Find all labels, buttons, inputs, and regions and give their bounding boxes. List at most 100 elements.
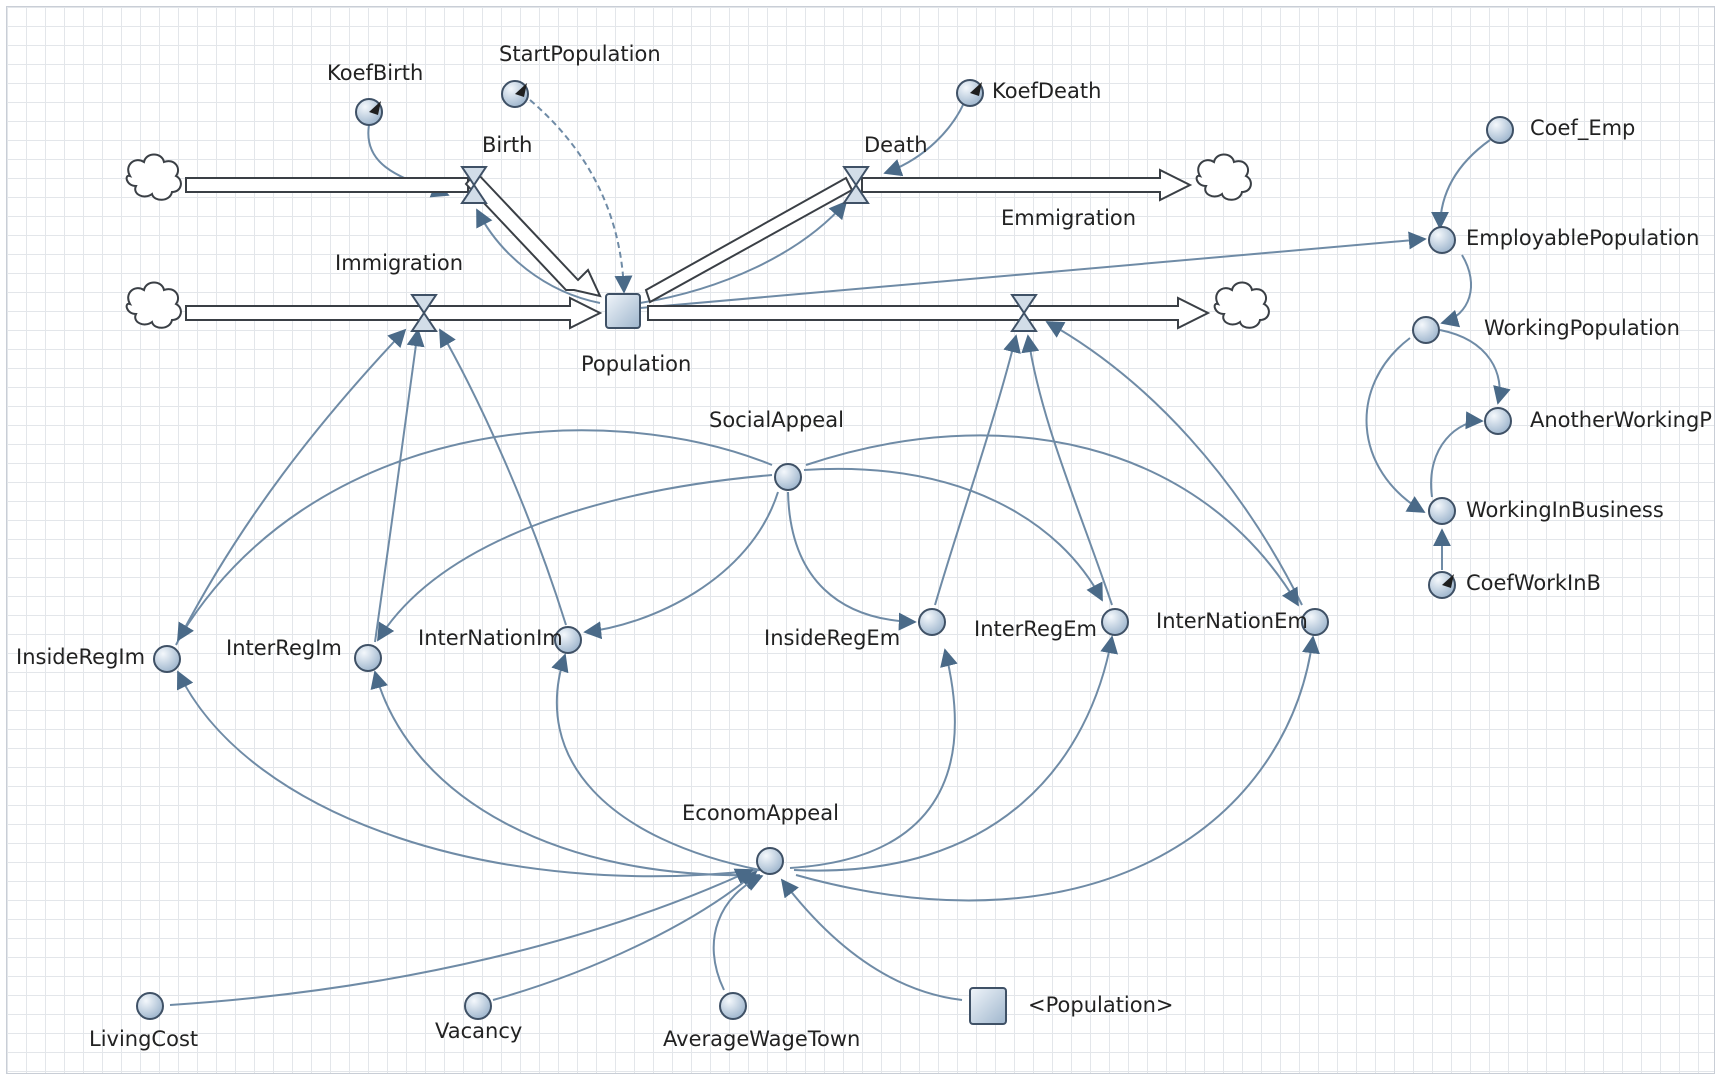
link-workinginbusiness-another	[1430, 411, 1484, 498]
inside-reg-em-node[interactable]	[918, 608, 946, 636]
link-insideregim-immigration	[175, 328, 407, 646]
link-social-insideregem	[787, 491, 917, 631]
inter-nation-em-label: InterNationEm	[1156, 609, 1308, 633]
immigration-pipe	[185, 296, 603, 330]
clouds	[125, 153, 1270, 329]
another-working-node[interactable]	[1484, 407, 1512, 435]
death-label: Death	[864, 133, 928, 157]
living-cost-label: LivingCost	[89, 1027, 198, 1051]
working-in-business-label: WorkingInBusiness	[1466, 498, 1664, 522]
coef-work-in-b-constant[interactable]	[1428, 571, 1456, 599]
inter-nation-im-label: InterNationIm	[418, 626, 563, 650]
inter-reg-im-label: InterRegIm	[226, 636, 342, 660]
link-social-interregim	[377, 474, 773, 642]
link-startpopulation-population	[529, 99, 633, 294]
population-shadow-stock[interactable]	[969, 987, 1007, 1025]
labels: KoefBirth StartPopulation KoefDeath Birt…	[16, 42, 1712, 1051]
immigration-source-cloud	[125, 281, 182, 329]
social-appeal-node[interactable]	[774, 463, 802, 491]
koef-birth-label: KoefBirth	[327, 61, 423, 85]
link-averagewage-econom	[712, 874, 764, 991]
inside-reg-em-label: InsideRegEm	[764, 626, 900, 650]
birth-diagonal-pipe	[464, 170, 602, 298]
link-econom-internationem	[795, 635, 1320, 902]
working-population-label: WorkingPopulation	[1484, 316, 1680, 340]
social-appeal-label: SocialAppeal	[709, 408, 844, 432]
link-working-another	[1439, 329, 1511, 405]
inter-nation-em-node[interactable]	[1301, 608, 1329, 636]
link-livingcost-econom	[169, 868, 754, 1006]
valves	[410, 166, 1038, 332]
birth-valve-top[interactable]	[460, 166, 488, 187]
link-internationem-emmigration	[1045, 321, 1303, 606]
link-econom-insideregem	[789, 648, 958, 869]
immigration-valve-top[interactable]	[410, 294, 438, 315]
link-econom-insideregim	[177, 670, 761, 878]
emmigration-label: Emmigration	[1001, 206, 1136, 230]
immigration-valve-bottom[interactable]	[410, 311, 438, 332]
emigration-valve-top[interactable]	[1010, 294, 1038, 315]
population-stock[interactable]	[605, 293, 641, 329]
link-population-birth	[476, 208, 601, 304]
inter-reg-im-node[interactable]	[354, 644, 382, 672]
inter-reg-em-label: InterRegEm	[974, 617, 1097, 641]
coef-emp-label: Coef_Emp	[1530, 116, 1635, 141]
vacancy-label: Vacancy	[435, 1019, 522, 1043]
koef-death-label: KoefDeath	[992, 79, 1101, 103]
link-population-death	[639, 200, 848, 304]
employable-population-node[interactable]	[1428, 226, 1456, 254]
link-social-internationem	[805, 434, 1299, 607]
employable-population-label: EmployablePopulation	[1466, 226, 1699, 250]
birth-label: Birth	[482, 133, 532, 157]
link-vacancy-econom	[492, 870, 758, 1001]
link-coefemp-employable	[1431, 139, 1491, 230]
death-sink-cloud	[1195, 153, 1252, 201]
living-cost-node[interactable]	[136, 992, 164, 1020]
link-econom-interregim	[370, 670, 761, 877]
koef-death-constant[interactable]	[956, 79, 984, 107]
influence-links	[169, 92, 1511, 1006]
population-label: Population	[581, 352, 691, 376]
average-wage-town-node[interactable]	[719, 992, 747, 1020]
link-interregim-immigration	[374, 328, 425, 643]
link-econom-internationim	[551, 653, 761, 871]
link-populationref-econom	[780, 878, 963, 1001]
link-insideregem-emmigration	[934, 334, 1021, 606]
emigration-valve-bottom[interactable]	[1010, 311, 1038, 332]
death-valve-bottom[interactable]	[842, 183, 870, 204]
emigration-sink-cloud	[1213, 281, 1270, 329]
immigration-label: Immigration	[335, 251, 463, 275]
link-social-interregem	[803, 468, 1103, 602]
start-population-label: StartPopulation	[499, 42, 661, 66]
death-valve-top[interactable]	[842, 166, 870, 187]
auxiliaries	[136, 116, 1514, 1020]
inter-nation-im-node[interactable]	[554, 626, 582, 654]
coef-emp-node[interactable]	[1486, 116, 1514, 144]
working-in-business-node[interactable]	[1428, 497, 1456, 525]
inside-reg-im-node[interactable]	[153, 645, 181, 673]
vacancy-node[interactable]	[464, 992, 492, 1020]
start-population-constant[interactable]	[501, 80, 529, 108]
birth-valve-bottom[interactable]	[460, 183, 488, 204]
average-wage-town-label: AverageWageTown	[663, 1027, 860, 1051]
link-population-employable	[639, 231, 1427, 309]
inter-reg-em-node[interactable]	[1101, 608, 1129, 636]
emigration-pipe	[647, 296, 1211, 330]
working-population-node[interactable]	[1412, 316, 1440, 344]
death-outflow-pipe	[861, 168, 1193, 202]
flow-pipes	[185, 168, 1211, 330]
link-econom-interregem	[793, 635, 1118, 872]
inside-reg-im-label: InsideRegIm	[16, 645, 145, 669]
link-interregem-emmigration	[1021, 334, 1113, 606]
another-working-label: AnotherWorkingP	[1530, 408, 1712, 432]
link-employable-working	[1440, 254, 1472, 328]
econom-appeal-node[interactable]	[756, 847, 784, 875]
constants	[355, 79, 1456, 599]
link-internationim-immigration	[439, 328, 567, 626]
population-ref-label: <Population>	[1028, 993, 1174, 1017]
link-working-workinginbusiness	[1365, 337, 1426, 513]
link-social-insideregim	[177, 429, 773, 642]
link-social-internationim	[583, 491, 779, 640]
koef-birth-constant[interactable]	[355, 98, 383, 126]
